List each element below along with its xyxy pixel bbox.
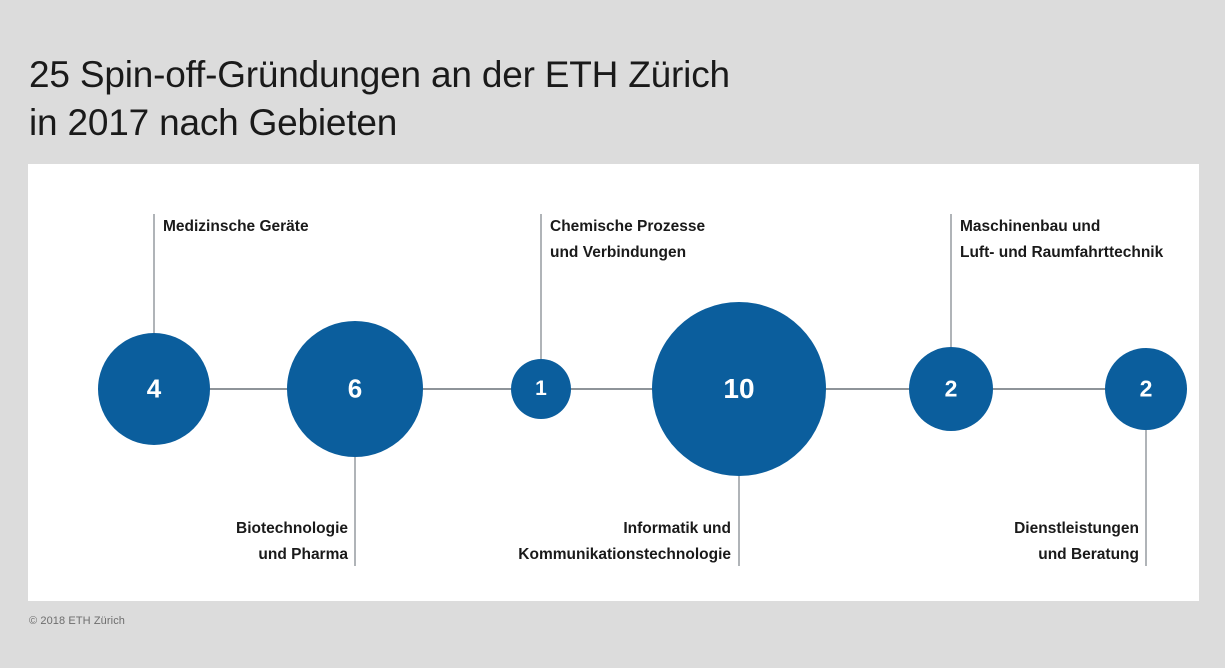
bubble-informatik-und-kommunikationstechnologie[interactable] [652, 302, 826, 476]
copyright-notice: © 2018 ETH Zürich [29, 615, 126, 627]
bubble-chart-svg [98, 214, 1187, 566]
bubble-label-chemische-prozesse-und-verbindungen: Chemische Prozesse und Verbindungen [550, 218, 706, 261]
bubble-medizinsche-geraete[interactable] [98, 333, 210, 445]
bubble-label-biotechnologie-und-pharma: Biotechnologie und Pharma [236, 520, 348, 563]
bubble-label-maschinenbau-und-luft-und-raumfahrttechnik: Maschinenbau und Luft- und Raumfahrttech… [960, 218, 1164, 261]
bubble-chemische-prozesse-und-verbindungen[interactable] [511, 359, 571, 419]
bubble-label-informatik-und-kommunikationstechnologie: Informatik und Kommunikationstechnologie [518, 520, 731, 563]
bubble-maschinenbau-und-luft-und-raumfahrttechnik[interactable] [909, 347, 993, 431]
page-title: 25 Spin-off-Gründungen an der ETH Zürich… [29, 54, 730, 143]
bubble-dienstleistungen-und-beratung[interactable] [1105, 348, 1187, 430]
bubble-label-medizinsche-geraete: Medizinsche Geräte [163, 218, 309, 235]
bubble-label-dienstleistungen-und-beratung: Dienstleistungen und Beratung [1014, 520, 1139, 563]
bubble-biotechnologie-und-pharma[interactable] [287, 321, 423, 457]
